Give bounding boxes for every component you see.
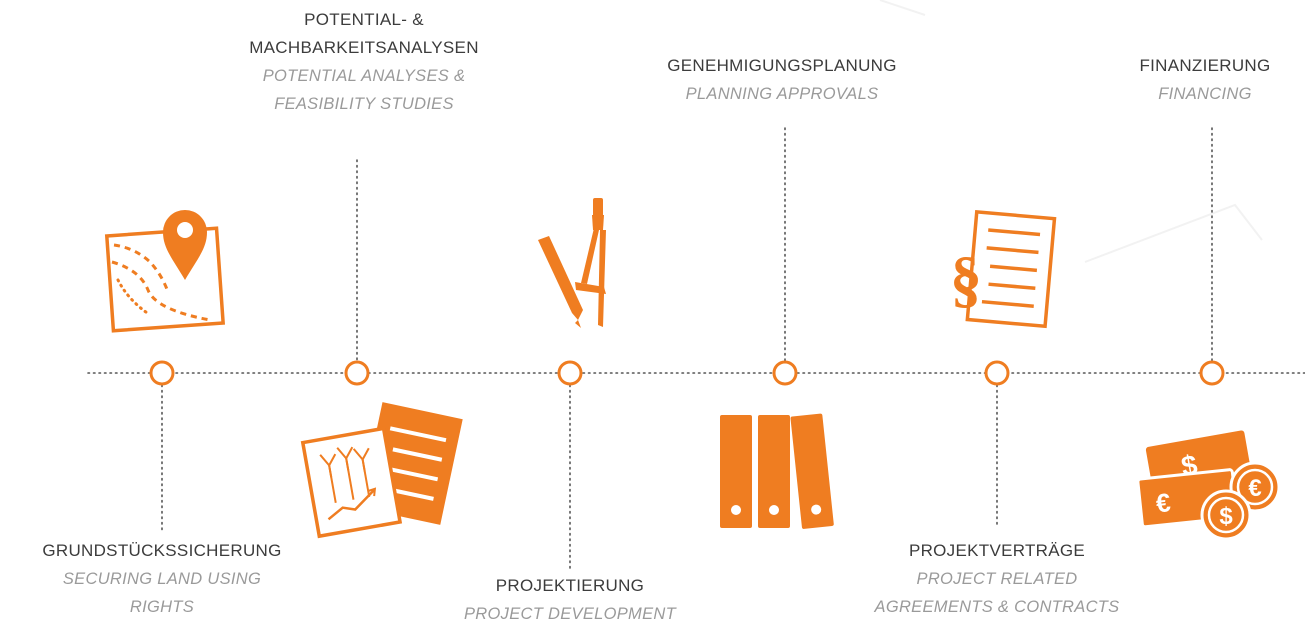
timeline-nodes (149, 360, 1225, 386)
binders-icon (720, 413, 834, 529)
step-title-en: PLANNING APPROVALS (685, 85, 879, 103)
node-1 (149, 360, 175, 386)
step-title-de: PROJEKTVERTRÄGE (908, 541, 1086, 560)
step-label-financing: FINANZIERUNG FINANCING (1005, 52, 1305, 108)
step-title-de: PROJEKTIERUNG (495, 576, 645, 595)
step-title-de: GENEHMIGUNGSPLANUNG (667, 56, 897, 75)
step-label-development: PROJEKTIERUNG PROJECT DEVELOPMENT (420, 572, 720, 628)
svg-text:€: € (1154, 487, 1172, 518)
svg-text:§: § (950, 243, 982, 314)
money-icon: $ € € $ (1136, 430, 1281, 541)
wind-turbine-documents-icon (300, 402, 463, 539)
step-title-en: FINANCING (1158, 85, 1252, 103)
step-title-en: PROJECT DEVELOPMENT (464, 605, 676, 623)
node-5 (984, 360, 1010, 386)
paragraph-document-icon: § (950, 209, 1057, 329)
background-decoration (879, 0, 1263, 263)
connectors (161, 127, 1213, 571)
node-6 (1199, 360, 1225, 386)
node-4 (772, 360, 798, 386)
step-title-de: POTENTIAL- &MACHBARKEITSANALYSEN (249, 10, 479, 57)
step-title-en: POTENTIAL ANALYSES &FEASIBILITY STUDIES (262, 67, 466, 113)
node-3 (557, 360, 583, 386)
step-label-approvals: GENEHMIGUNGSPLANUNG PLANNING APPROVALS (632, 52, 932, 108)
step-label-analyses: POTENTIAL- &MACHBARKEITSANALYSEN POTENTI… (214, 6, 514, 118)
step-title-de: GRUNDSTÜCKSSICHERUNG (42, 541, 282, 560)
drafting-compass-icon (538, 198, 606, 328)
svg-text:€: € (1248, 475, 1261, 502)
svg-text:$: $ (1219, 503, 1233, 530)
map-pin-icon (104, 210, 226, 333)
step-title-de: FINANZIERUNG (1139, 56, 1271, 75)
node-2 (344, 360, 370, 386)
step-label-land: GRUNDSTÜCKSSICHERUNG SECURING LAND USING… (12, 537, 312, 621)
